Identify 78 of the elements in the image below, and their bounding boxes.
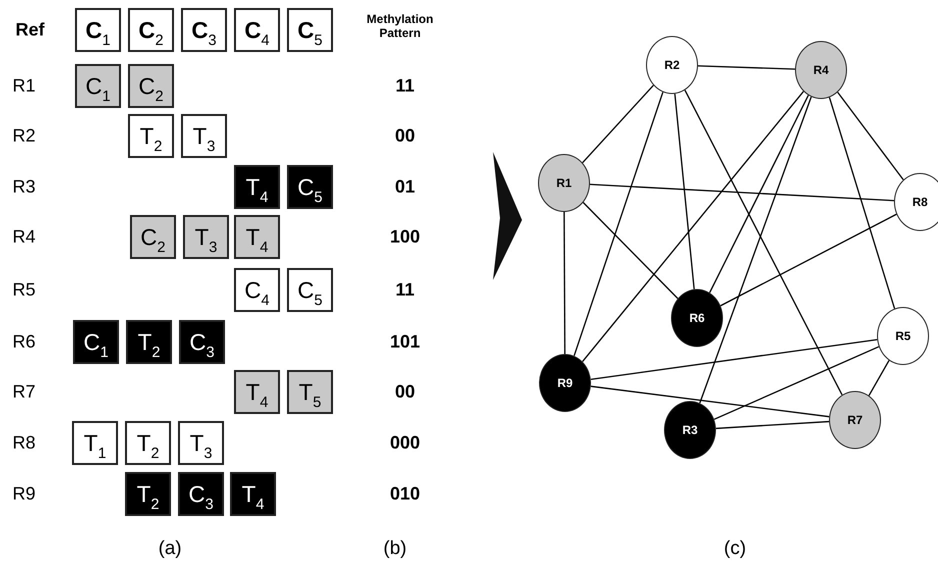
pattern-value: 11 xyxy=(395,280,415,300)
pattern-value: 00 xyxy=(394,382,416,402)
connector-line xyxy=(720,214,897,306)
row-label: Ref xyxy=(16,20,44,40)
base-box: T$_{2}$ xyxy=(125,472,171,516)
connector-line xyxy=(582,91,804,362)
row-label: R5 xyxy=(12,280,36,300)
connector-line xyxy=(674,94,695,290)
base-box: T$_{2}$ xyxy=(126,320,172,364)
connector-line xyxy=(868,360,890,396)
base-box: T$_{3}$ xyxy=(183,215,229,259)
base-box: C$_{1}$ xyxy=(75,8,121,52)
base-box: T$_{2}$ xyxy=(128,114,174,158)
base-box: C$_{1}$ xyxy=(75,64,121,108)
base-box: T$_{3}$ xyxy=(181,114,227,158)
row-label: R7 xyxy=(12,382,36,402)
base-box: C$_{4}$ xyxy=(234,268,280,312)
base-box: T$_{4}$ xyxy=(230,472,276,516)
pattern-value: 101 xyxy=(390,332,420,352)
base-box: T$_{4}$ xyxy=(234,215,280,259)
read-node-circle: R7 xyxy=(829,391,881,449)
connector-line xyxy=(837,92,904,180)
base-box: C$_{2}$ xyxy=(130,215,176,259)
read-node-circle: R6 xyxy=(671,289,723,347)
base-box: C$_{1}$ xyxy=(73,320,119,364)
base-box: C$_{5}$ xyxy=(287,165,333,209)
base-box: T$_{4}$ xyxy=(234,370,280,414)
connector-line xyxy=(582,84,654,164)
connector-line xyxy=(590,338,878,380)
panel-label: (c) xyxy=(724,538,746,560)
connector-line xyxy=(684,90,843,396)
base-box: T$_{2}$ xyxy=(125,421,171,465)
base-box: T$_{5}$ xyxy=(287,370,333,414)
row-label: R9 xyxy=(12,484,36,504)
base-box: C$_{4}$ xyxy=(234,8,280,52)
pattern-value: 100 xyxy=(390,226,420,248)
base-box: C$_{3}$ xyxy=(181,8,227,52)
connector-line xyxy=(590,184,894,202)
pattern-value: 11 xyxy=(395,76,415,96)
base-box: T$_{4}$ xyxy=(234,165,280,209)
row-label: R6 xyxy=(12,332,36,352)
row-label: R1 xyxy=(12,76,36,96)
row-label: R3 xyxy=(12,176,36,198)
read-node-circle: R3 xyxy=(664,401,716,459)
connector-line xyxy=(582,202,678,299)
column-heading: Methylation Pattern xyxy=(366,13,434,41)
connector-line xyxy=(709,95,809,293)
base-box: C$_{3}$ xyxy=(178,472,224,516)
connector-line xyxy=(828,97,896,309)
read-node-circle: R4 xyxy=(795,41,847,99)
pattern-value: 010 xyxy=(390,484,420,504)
panel-label: (b) xyxy=(383,538,407,560)
base-box: T$_{1}$ xyxy=(72,421,118,465)
base-box: C$_{5}$ xyxy=(287,8,333,52)
base-box: T$_{3}$ xyxy=(178,421,224,465)
row-label: R8 xyxy=(12,432,36,454)
connector-line xyxy=(714,346,880,420)
read-node-circle: R8 xyxy=(894,173,938,231)
read-node-circle: R5 xyxy=(877,307,929,365)
base-box: C$_{3}$ xyxy=(179,320,225,364)
connector-line xyxy=(716,420,830,430)
row-label: R2 xyxy=(12,126,36,146)
pattern-value: 00 xyxy=(394,126,416,146)
row-label: R4 xyxy=(12,226,36,248)
pattern-value: 000 xyxy=(390,432,420,454)
connector-line xyxy=(564,212,566,354)
connector-line xyxy=(590,386,830,418)
read-node-circle: R9 xyxy=(539,354,591,412)
panel-label: (a) xyxy=(158,538,182,560)
connector-line xyxy=(574,92,664,356)
connector-line xyxy=(698,65,796,70)
pattern-value: 01 xyxy=(394,176,416,198)
base-box: C$_{2}$ xyxy=(128,64,174,108)
connector-line xyxy=(699,96,812,404)
base-box: C$_{2}$ xyxy=(128,8,174,52)
read-node-circle: R2 xyxy=(646,36,698,94)
base-box: C$_{5}$ xyxy=(287,268,333,312)
read-node-circle: R1 xyxy=(538,154,590,212)
